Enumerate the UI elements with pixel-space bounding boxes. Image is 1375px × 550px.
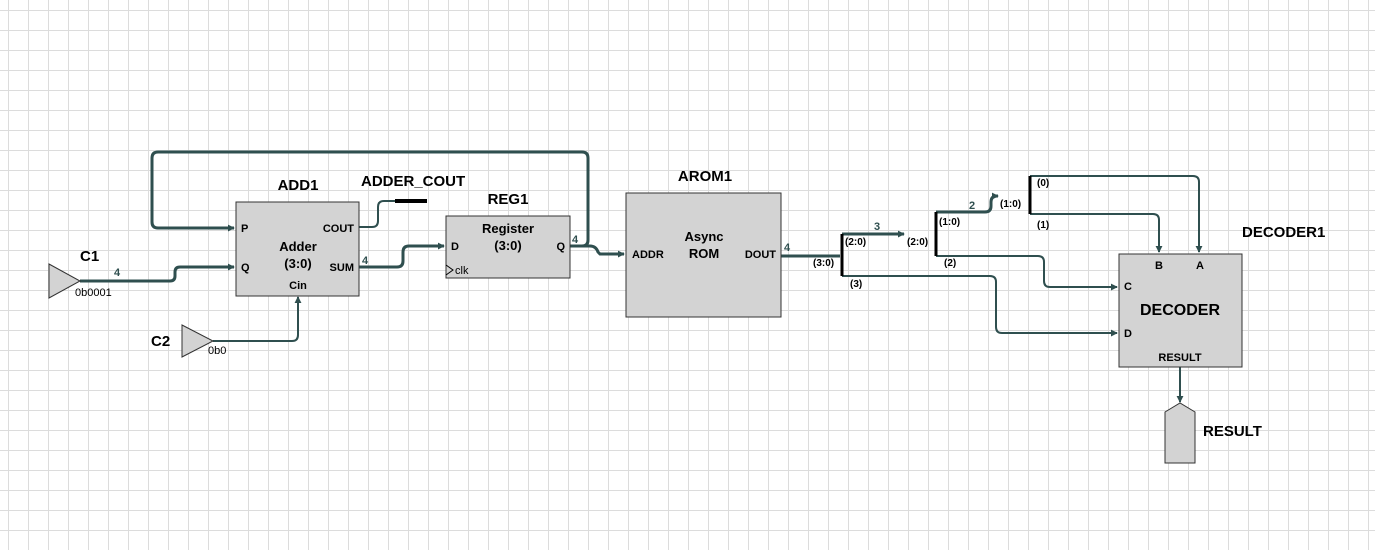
clock-triangle-icon xyxy=(445,264,454,276)
splitter3-hi-label: (0) xyxy=(1037,178,1049,189)
input-c2-symbol[interactable] xyxy=(181,324,215,358)
rom-title: Async xyxy=(684,229,723,244)
wire-sum-to-register-d[interactable] xyxy=(359,242,445,269)
decoder-port-a: A xyxy=(1196,260,1204,272)
output-result-symbol[interactable] xyxy=(1164,402,1196,464)
register-port-d: D xyxy=(451,241,459,253)
register-port-q: Q xyxy=(556,241,565,253)
decoder-port-c: C xyxy=(1124,281,1132,293)
adder-port-cin: Cin xyxy=(289,280,307,292)
adder-block[interactable]: ADD1 Adder (3:0) P Q COUT SUM Cin 4 xyxy=(235,177,369,297)
wires xyxy=(80,150,1203,403)
adder-port-sum: SUM xyxy=(330,262,354,274)
splitter3-in-label: (1:0) xyxy=(1000,199,1021,210)
wire-c2-to-adder-cin[interactable] xyxy=(213,296,302,342)
adder-port-cout: COUT xyxy=(323,223,354,235)
input-c2[interactable]: C2 0b0 xyxy=(151,324,226,358)
input-c2-label: C2 xyxy=(151,333,170,350)
rom-dout-width: 4 xyxy=(784,242,791,254)
rom-port-dout: DOUT xyxy=(745,249,776,261)
register-instance-name: REG1 xyxy=(488,191,529,208)
input-c1-value: 0b0001 xyxy=(75,287,112,299)
rom-port-addr: ADDR xyxy=(632,249,664,261)
output-result-label: RESULT xyxy=(1203,423,1262,440)
rom-instance-name: AROM1 xyxy=(678,168,732,185)
splitter3-lo-label: (1) xyxy=(1037,220,1049,231)
adder-cout-label: ADDER_COUT xyxy=(361,173,465,190)
register-width: (3:0) xyxy=(494,238,521,253)
rom-block[interactable]: AROM1 Async ROM ADDR DOUT 4 xyxy=(625,168,791,318)
register-block[interactable]: REG1 Register (3:0) D Q clk 4 xyxy=(445,191,579,279)
decoder-port-d: D xyxy=(1124,328,1132,340)
wire-q-to-rom-addr[interactable] xyxy=(570,244,625,258)
wire-c1-to-adder-q[interactable] xyxy=(80,263,235,283)
adder-title: Adder xyxy=(279,239,317,254)
register-q-width: 4 xyxy=(572,234,579,246)
wire-split3-bit1-to-decoder-b[interactable] xyxy=(1030,213,1163,253)
adder-width: (3:0) xyxy=(284,256,311,271)
register-title: Register xyxy=(482,221,534,236)
splitter2-lo-label: (2) xyxy=(944,258,956,269)
wire-split2-hi[interactable] xyxy=(936,192,999,214)
splitter1-in-label: (3:0) xyxy=(813,258,834,269)
input-c2-value: 0b0 xyxy=(208,345,226,357)
decoder-instance-name: DECODER1 xyxy=(1242,224,1325,241)
splitter1-lo-label: (3) xyxy=(850,279,862,290)
register-port-clk: clk xyxy=(455,265,469,277)
wire-split2-lo-to-decoder-c[interactable] xyxy=(936,255,1118,291)
splitter2-hi-width: 2 xyxy=(969,200,975,212)
wire-split3-bit0-to-decoder-a[interactable] xyxy=(1030,175,1203,253)
decoder-port-b: B xyxy=(1155,260,1163,272)
input-c1-width: 4 xyxy=(114,267,121,279)
wire-adder-cout[interactable] xyxy=(359,200,395,228)
wire-split1-lo-to-decoder-d[interactable] xyxy=(842,275,1118,337)
splitter2-in-label: (2:0) xyxy=(907,237,928,248)
rom-type: ROM xyxy=(689,246,719,261)
wire-feedback-q-to-adder-p[interactable] xyxy=(150,150,590,248)
adder-sum-width: 4 xyxy=(362,255,369,267)
splitter1-hi-label: (2:0) xyxy=(845,237,866,248)
adder-port-q: Q xyxy=(241,262,250,274)
splitter2-hi-label: (1:0) xyxy=(939,217,960,228)
adder-instance-name: ADD1 xyxy=(278,177,319,194)
splitter-labels: (3:0) (2:0) (3) 3 (2:0) (1:0) (2) 2 (1:0… xyxy=(813,178,1049,290)
decoder-title: DECODER xyxy=(1140,302,1220,319)
input-c1-symbol[interactable] xyxy=(48,263,82,299)
input-c1-label: C1 xyxy=(80,248,99,265)
decoder-block[interactable]: DECODER1 DECODER B A C D RESULT xyxy=(1118,224,1325,368)
decoder-port-result: RESULT xyxy=(1158,352,1201,364)
adder-port-p: P xyxy=(241,223,248,235)
splitter1-hi-width: 3 xyxy=(874,221,880,233)
input-c1[interactable]: C1 0b0001 4 xyxy=(48,248,121,299)
adder-cout-probe[interactable]: ADDER_COUT xyxy=(361,173,465,203)
output-result[interactable]: RESULT xyxy=(1164,402,1262,464)
